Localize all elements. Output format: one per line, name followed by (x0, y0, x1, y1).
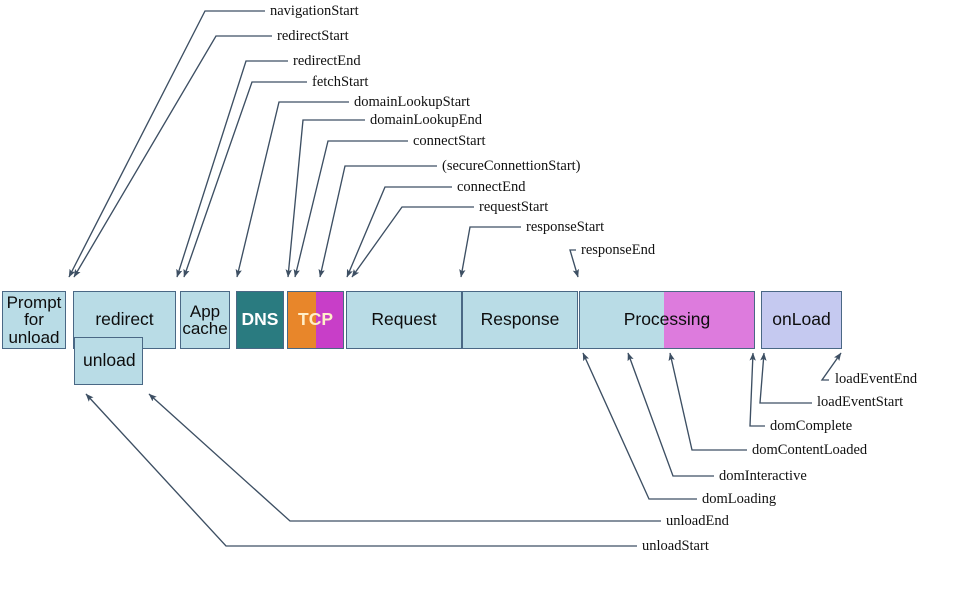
mark-label-responseStart: responseStart (526, 219, 605, 235)
mark-label-domainLookupEnd: domainLookupEnd (370, 112, 482, 128)
phase-box-app-cache[interactable]: App cache (180, 291, 230, 349)
phase-label-request: Request (371, 309, 437, 330)
mark-label-connectEnd: connectEnd (457, 179, 526, 195)
phase-label-dns: DNS (241, 309, 279, 330)
phase-box-processing[interactable]: Processing (579, 291, 755, 349)
phase-label-tcp: TCP (298, 309, 333, 330)
mark-label-domInteractive: domInteractive (719, 468, 807, 484)
phase-label-processing: Processing (623, 309, 711, 330)
phase-label-appcache-line2: cache (182, 319, 228, 338)
phase-box-prompt-for-unload[interactable]: Prompt for unload (2, 291, 66, 349)
mark-label-fetchStart: fetchStart (312, 74, 369, 90)
mark-label-connectStart: connectStart (413, 133, 486, 149)
mark-label-secureConnectionStart: (secureConnettionStart) (442, 158, 581, 174)
mark-label-requestStart: requestStart (479, 199, 549, 215)
mark-label-redirectStart: redirectStart (277, 28, 349, 44)
mark-label-loadEventEnd: loadEventEnd (835, 371, 918, 387)
phase-label-prompt-line3: unload (8, 327, 60, 347)
phase-label-response: Response (480, 309, 560, 330)
phase-box-onload[interactable]: onLoad (761, 291, 842, 349)
mark-label-navigationStart: navigationStart (270, 3, 359, 19)
mark-label-unloadStart: unloadStart (642, 538, 709, 554)
phase-label-prompt-line2: for (24, 310, 44, 330)
phase-label-appcache-line1: App (189, 301, 221, 321)
phase-label-onload: onLoad (772, 309, 831, 330)
mark-label-domainLookupStart: domainLookupStart (354, 94, 470, 110)
phase-box-dns[interactable]: DNS (236, 291, 284, 349)
phase-label-unload: unload (83, 350, 136, 371)
mark-label-redirectEnd: redirectEnd (293, 53, 361, 69)
phase-box-request[interactable]: Request (346, 291, 462, 349)
phase-label-prompt-line1: Prompt (6, 293, 62, 312)
phase-box-unload[interactable]: unload (74, 337, 143, 385)
mark-label-responseEnd: responseEnd (581, 242, 656, 258)
mark-label-unloadEnd: unloadEnd (666, 513, 729, 529)
processing-late-segment (664, 292, 754, 348)
phase-box-tcp[interactable]: TCP (287, 291, 344, 349)
mark-label-loadEventStart: loadEventStart (817, 394, 904, 410)
mark-label-domLoading: domLoading (702, 491, 777, 507)
phase-label-redirect: redirect (95, 309, 154, 330)
mark-label-domComplete: domComplete (770, 418, 853, 434)
phase-box-response[interactable]: Response (462, 291, 578, 349)
tcp-secure-segment (315, 292, 343, 348)
mark-label-domContentLoaded: domContentLoaded (752, 442, 868, 458)
